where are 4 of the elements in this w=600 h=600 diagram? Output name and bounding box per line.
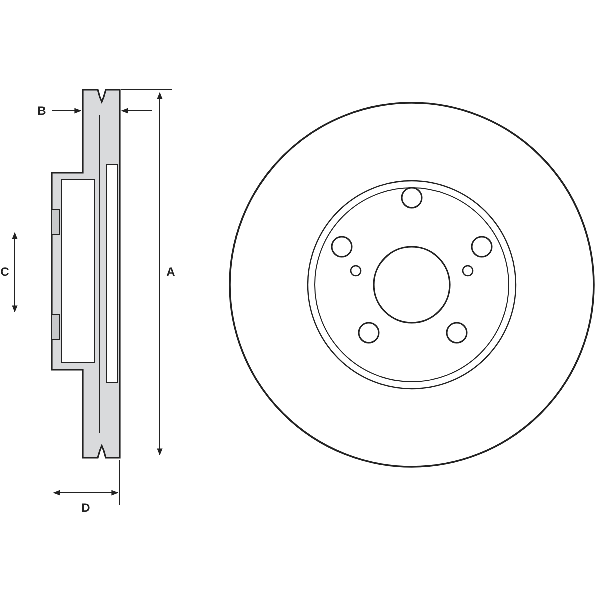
dimension-label: D: [82, 502, 90, 514]
dimension-label: A: [166, 266, 176, 278]
dimension-label: B: [38, 105, 46, 117]
dimension-label: C: [0, 266, 10, 278]
